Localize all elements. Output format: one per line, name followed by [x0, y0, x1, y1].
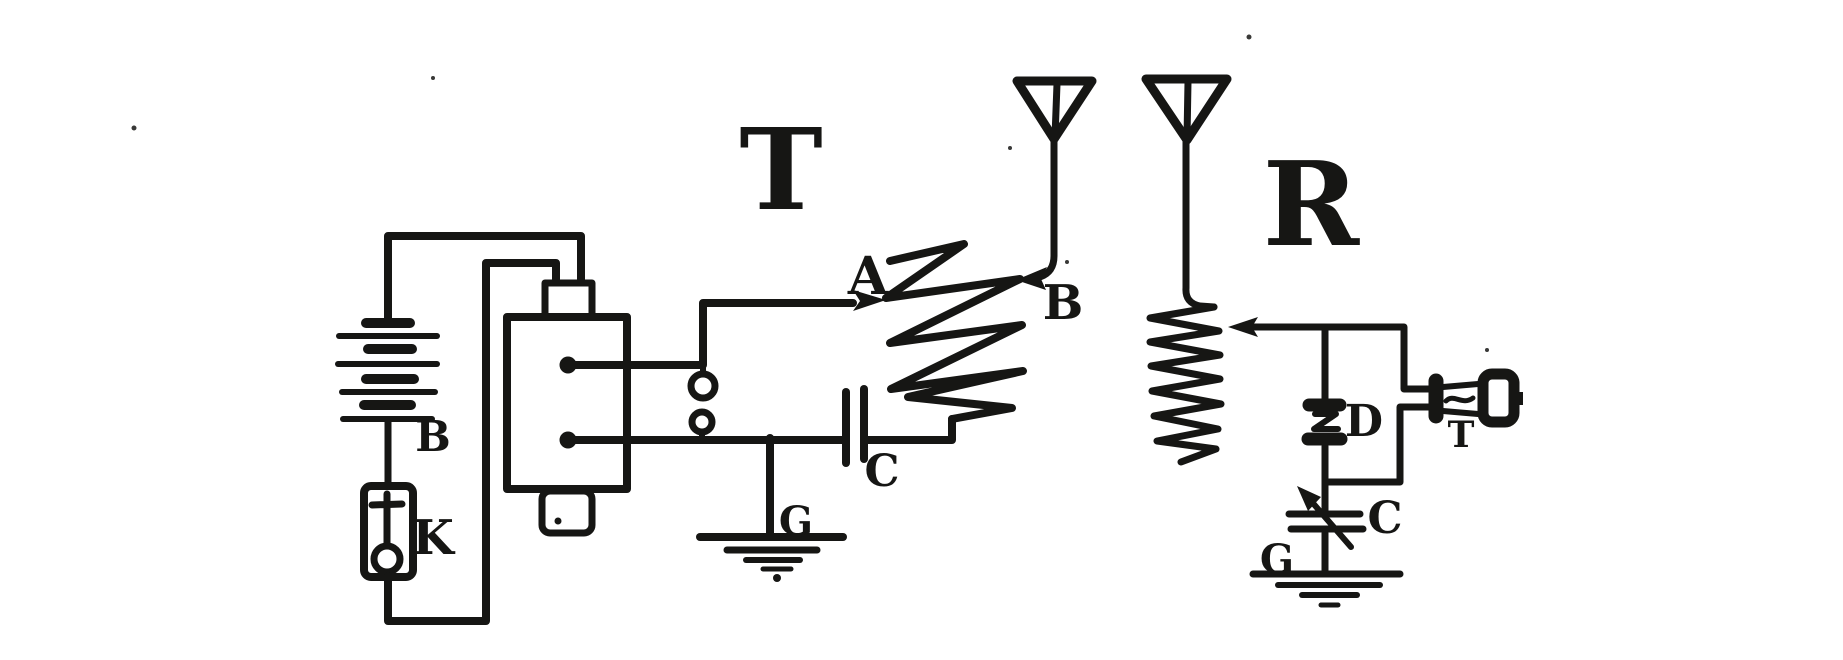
- tuning-coil-symbol: [1146, 303, 1225, 466]
- telegraph-key-symbol: [360, 482, 417, 581]
- detector-crystal-zigzag: [1311, 411, 1341, 432]
- antenna-lead-in: [1036, 135, 1058, 281]
- phone-barrel-top: [1440, 381, 1481, 390]
- key-knob: [370, 542, 404, 576]
- antenna-lead-in: [1182, 136, 1218, 311]
- ground-symbol-receiver: [1249, 570, 1404, 608]
- spark-gap-ball-upper: [687, 370, 719, 402]
- coil-body: [503, 313, 631, 493]
- ground-label-receiver: G: [1260, 536, 1294, 583]
- coil-bottom-terminal: [538, 487, 596, 537]
- tap-a-arrowhead: [853, 290, 886, 311]
- antenna-icon-transmitter: [1012, 76, 1097, 290]
- antenna-triangle: [1012, 76, 1097, 144]
- induction-coil-symbol: [503, 279, 631, 537]
- antenna-icon-receiver: [1141, 74, 1232, 311]
- speck: [1485, 348, 1489, 352]
- wire-secondary-upper: [564, 299, 857, 369]
- telephone-receiver-icon: [1428, 368, 1523, 428]
- phone-earcap: [1477, 368, 1520, 428]
- tap-b-arrowhead: [1016, 267, 1047, 290]
- receiver-section: R D T: [1141, 74, 1523, 608]
- coil-terminal-dot: [554, 517, 562, 525]
- speck: [131, 125, 137, 131]
- battery-symbol: [335, 318, 440, 422]
- phone-diaphragm-squiggle: [1443, 395, 1476, 404]
- transmitter-section: T B K: [335, 76, 1097, 625]
- variable-capacitor-symbol: [1285, 479, 1367, 576]
- receiver-title: R: [1263, 137, 1361, 273]
- speck: [1008, 146, 1012, 150]
- key-label: K: [412, 510, 456, 566]
- phone-label: T: [1448, 414, 1475, 456]
- antenna-inner-line: [1051, 80, 1061, 141]
- capacitor-symbol-transmitter: [842, 385, 868, 467]
- wire-battery-to-coil: [384, 232, 585, 328]
- wire-key-to-coil: [384, 259, 560, 625]
- spark-gap-symbol: [687, 364, 719, 444]
- helix-coil-symbol: [882, 240, 1027, 423]
- tuner-tap-arrowhead: [1228, 317, 1258, 337]
- ground-dot: [773, 574, 781, 582]
- speck: [1246, 34, 1252, 40]
- wire-capacitor-to-helix: [864, 415, 956, 444]
- detector-label: D: [1345, 396, 1383, 447]
- tap-b-label: B: [1043, 275, 1084, 331]
- battery-label: B: [415, 412, 451, 461]
- phone-barrel-bottom: [1440, 408, 1481, 417]
- ground-symbol-transmitter: [696, 533, 847, 582]
- antenna-inner-line: [1183, 78, 1192, 142]
- capacitor-label-transmitter: C: [864, 446, 899, 497]
- phone-earcap-nub: [1515, 392, 1523, 405]
- scan-speckles: [131, 34, 1489, 352]
- crystal-detector-symbol: [1301, 398, 1348, 446]
- transmitter-title: T: [739, 105, 822, 236]
- wire-tap-to-phone: [1250, 323, 1433, 393]
- speck: [1065, 260, 1069, 264]
- capacitor-label-receiver: C: [1367, 493, 1402, 544]
- wire-phone-return: [1321, 403, 1433, 486]
- ground-label-transmitter: G: [779, 498, 813, 545]
- tap-a-label: A: [847, 246, 889, 307]
- variable-arrowhead: [1297, 486, 1321, 511]
- speck: [431, 76, 435, 80]
